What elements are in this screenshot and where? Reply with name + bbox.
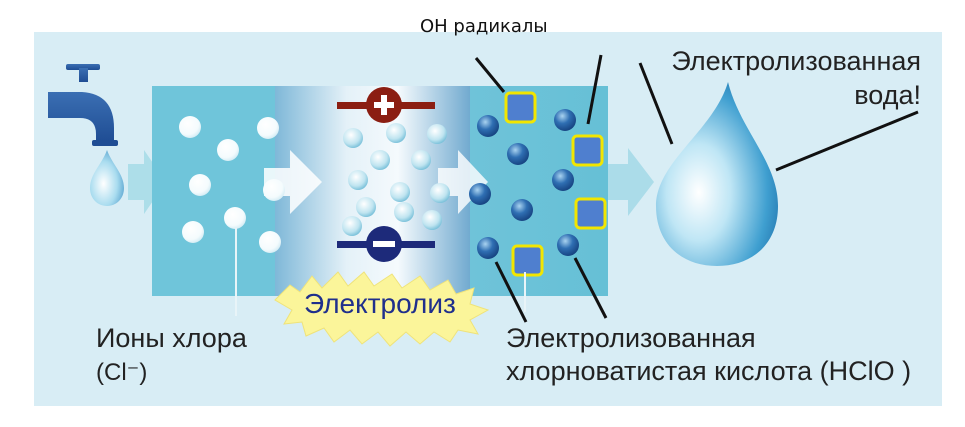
flow-arrow-in	[128, 150, 166, 214]
electrolyzed-water-line2: вода!	[854, 80, 921, 110]
hclo-label: Электролизованная хлорноватистая кислота…	[506, 322, 911, 388]
hclo-molecules	[469, 109, 579, 259]
positive-electrode	[337, 87, 435, 123]
negative-electrode	[337, 226, 435, 262]
thin-leader-lines	[235, 228, 526, 316]
electrolyzed-water-drop-icon	[656, 82, 778, 266]
leader-lines	[474, 54, 919, 323]
electrolyzed-water-label: Электролизованная вода!	[640, 44, 921, 112]
small-water-drop-icon	[90, 150, 124, 206]
hclo-label-line2: хлорноватистая кислота (HClO )	[506, 356, 912, 386]
chamber-bubbles	[342, 123, 450, 236]
flow-arrow-out	[602, 148, 654, 216]
chlorine-ions-label: Ионы хлора	[96, 323, 247, 353]
hclo-label-line1: Электролизованная	[506, 323, 756, 353]
oh-radicals	[504, 91, 607, 277]
electrolysis-label: Электролиз	[304, 288, 456, 319]
inner-arrow-1	[264, 150, 322, 214]
electrolyzed-water-line1: Электролизованная	[671, 46, 921, 76]
oh-radicals-label: ОН радикалы	[420, 16, 548, 37]
electrolysis-burst	[274, 271, 490, 347]
chlorine-symbol-label: (Cl⁻)	[96, 359, 148, 386]
inner-arrow-2	[438, 150, 488, 214]
chlorine-ion-bubbles	[179, 116, 285, 253]
faucet-icon	[48, 64, 118, 146]
